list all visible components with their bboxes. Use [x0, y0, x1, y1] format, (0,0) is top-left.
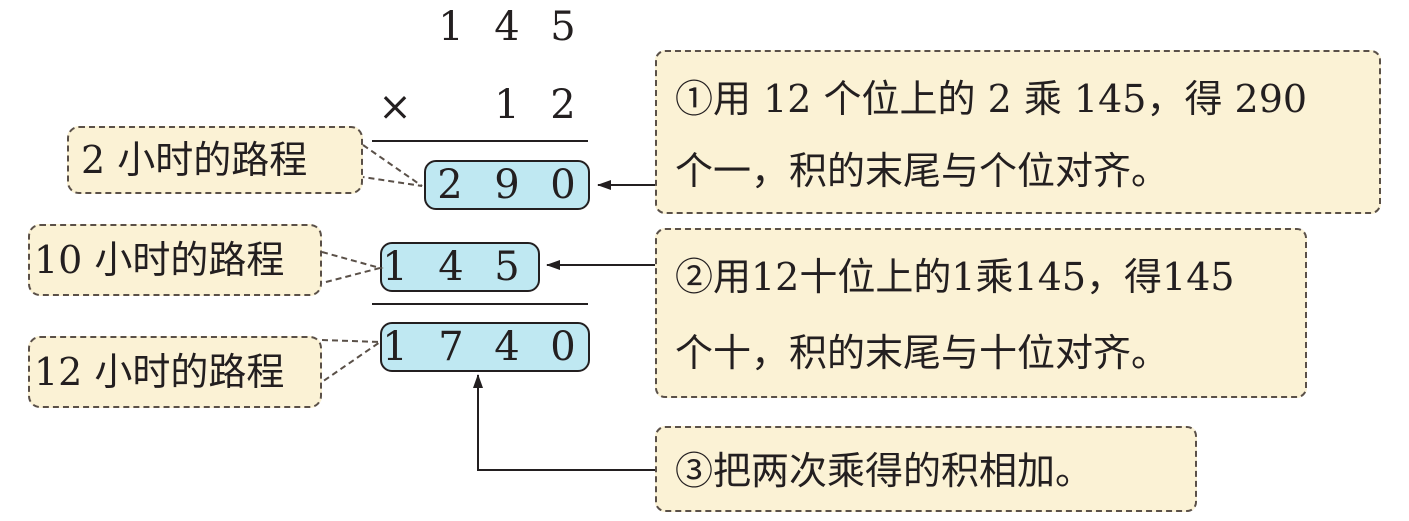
- label-twelve-hours-text: 12 小时的路程: [34, 350, 285, 394]
- label-ten-hours-text: 10 小时的路程: [34, 238, 285, 282]
- partial1-digit: 0: [550, 162, 576, 208]
- pointer-ten-hours: [321, 251, 384, 284]
- note-step-1: ①用 12 个位上的 2 乘 145，得 290 个一，积的末尾与个位对齐。: [655, 50, 1381, 214]
- note-step-2: ②用12十位上的1乘145，得145 个十，积的末尾与十位对齐。: [655, 228, 1307, 398]
- total-product-box: [380, 322, 590, 372]
- partial-product-1-box: [424, 160, 590, 210]
- total-digit: 0: [550, 324, 576, 370]
- arrow-step-3: [473, 374, 655, 471]
- note-step-2-line-2: 个十，积的末尾与十位对齐。: [675, 331, 1170, 375]
- top-rule: [372, 140, 588, 142]
- bottom-rule: [372, 303, 588, 305]
- note-step-3: ③把两次乘得的积相加。: [655, 426, 1197, 512]
- partial1-digit: 9: [494, 162, 520, 208]
- pointer-two-hours: [362, 144, 423, 187]
- label-twelve-hours: 12 小时的路程: [28, 336, 322, 408]
- partial1-digit: 2: [437, 162, 463, 208]
- note-step-1-line-1: ①用 12 个位上的 2 乘 145，得 290: [675, 77, 1308, 121]
- total-digit: 7: [438, 324, 464, 370]
- total-digit: 4: [494, 324, 520, 370]
- multiplicand-digit: 5: [550, 4, 576, 50]
- label-two-hours: 2 小时的路程: [67, 126, 363, 194]
- label-ten-hours: 10 小时的路程: [28, 224, 322, 296]
- total-digit: 1: [382, 324, 408, 370]
- multiplier-digit: 1: [494, 82, 520, 128]
- note-step-2-line-1: ②用12十位上的1乘145，得145: [675, 255, 1235, 299]
- partial2-digit: 1: [382, 244, 408, 290]
- multiplier-digit: 2: [550, 82, 576, 128]
- multiply-sign: ×: [378, 84, 412, 130]
- pointer-twelve-hours: [321, 339, 384, 383]
- label-two-hours-text: 2 小时的路程: [81, 138, 308, 182]
- note-step-3-line: ③把两次乘得的积相加。: [675, 449, 1094, 493]
- partial-product-2-box: [380, 242, 540, 292]
- partial2-digit: 4: [438, 244, 464, 290]
- note-step-1-line-2: 个一，积的末尾与个位对齐。: [675, 149, 1170, 193]
- partial2-digit: 5: [494, 244, 520, 290]
- multiplicand-digit: 4: [494, 4, 520, 50]
- multiplicand-digit: 1: [438, 4, 464, 50]
